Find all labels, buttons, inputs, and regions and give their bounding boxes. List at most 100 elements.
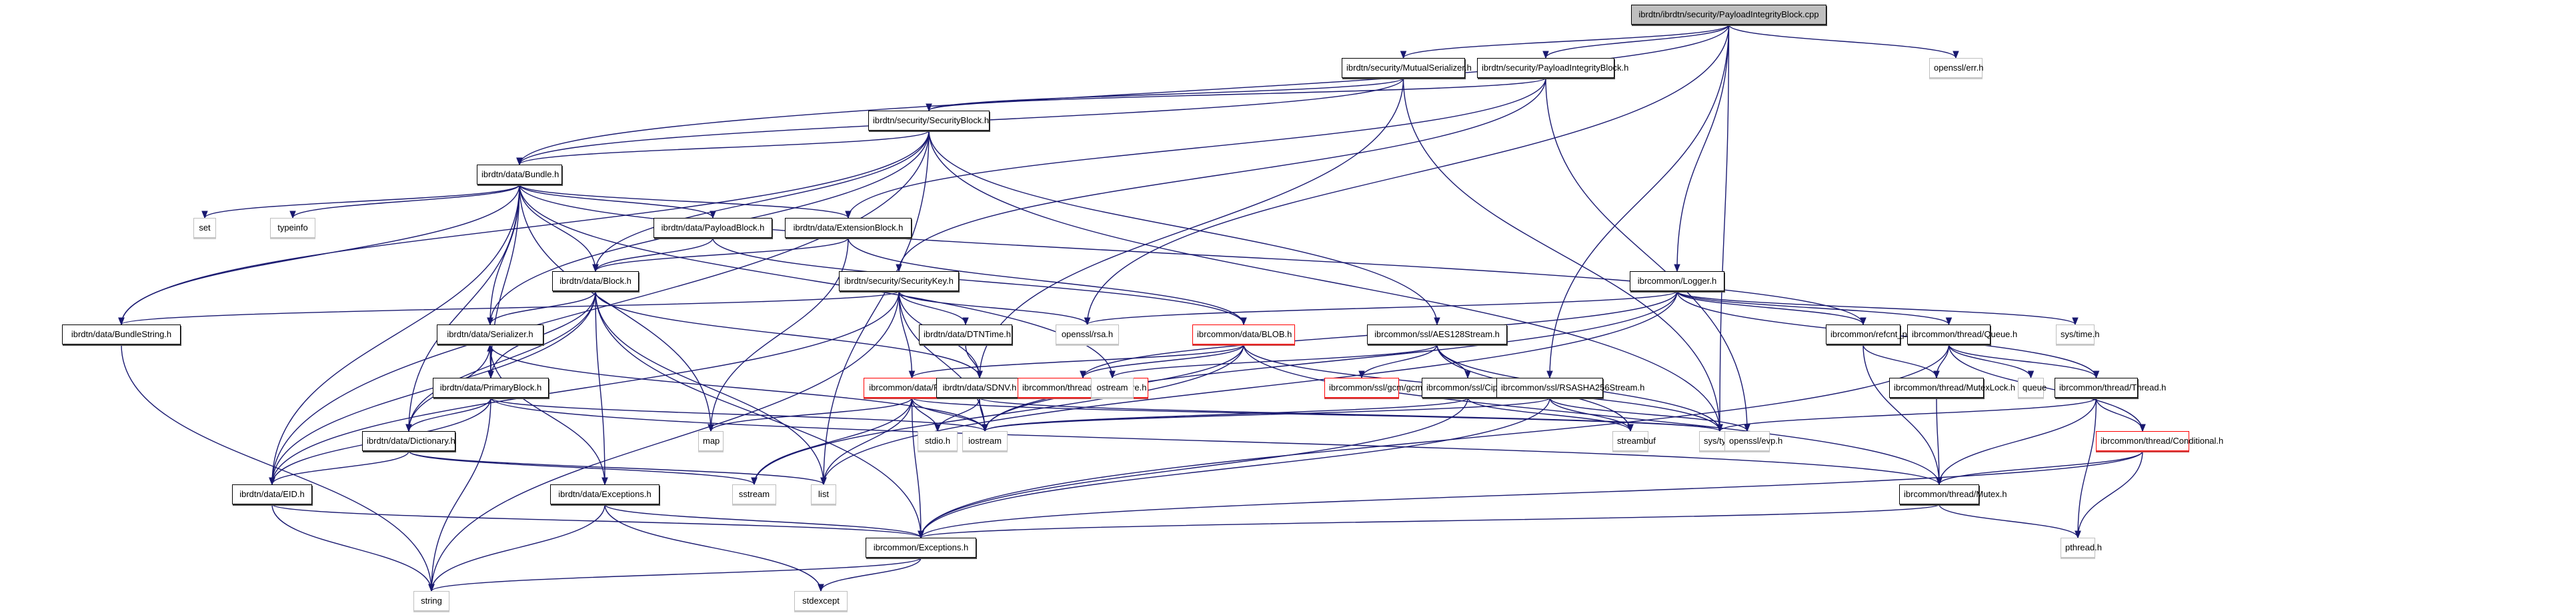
node-label: ibrcommon/thread/Queue.h [1912, 329, 2018, 339]
dependency-edge [848, 77, 1546, 219]
graph-node-root-file[interactable]: ibrdtn/ibrdtn/security/PayloadIntegrityB… [1631, 5, 1826, 25]
graph-node[interactable]: ibrdtn/data/SDNV.h [936, 378, 1023, 398]
node-label: ibrcommon/ssl/gcm/gcm.h [1329, 382, 1430, 392]
graph-node-truncated[interactable]: ibrcommon/thread/Conditional.h [2096, 431, 2223, 451]
graph-node-external[interactable]: string [413, 591, 449, 611]
dependency-edge [710, 397, 913, 432]
node-label: ibrdtn/security/SecurityKey.h [844, 276, 954, 286]
dependency-edge [911, 397, 922, 538]
graph-node[interactable]: ibrdtn/data/PayloadBlock.h [654, 218, 772, 238]
graph-node-external[interactable]: list [811, 484, 836, 504]
graph-node[interactable]: ibrcommon/thread/Mutex.h [1899, 484, 2007, 504]
graph-node[interactable]: ibrcommon/ssl/AES128Stream.h [1367, 324, 1507, 344]
graph-node-external[interactable]: openssl/rsa.h [1056, 324, 1119, 344]
graph-node[interactable]: ibrdtn/security/SecurityBlock.h [868, 111, 990, 131]
graph-node[interactable]: ibrcommon/thread/Queue.h [1907, 324, 2017, 344]
dependency-edge [271, 504, 922, 538]
node-label: ibrdtn/data/Serializer.h [447, 329, 533, 339]
graph-node[interactable]: ibrdtn/data/Dictionary.h [362, 431, 455, 451]
node-label: openssl/rsa.h [1061, 329, 1114, 339]
dependency-edge [2095, 397, 2143, 432]
edge-arrowhead [201, 211, 208, 219]
edge-arrowhead [601, 477, 608, 486]
graph-node[interactable]: ibrdtn/security/PayloadIntegrityBlock.h [1477, 58, 1628, 78]
node-label: ibrcommon/thread/Thread.h [2059, 382, 2167, 392]
graph-node[interactable]: ibrdtn/data/Serializer.h [437, 324, 543, 344]
dependency-edge [984, 397, 1550, 432]
node-label: map [703, 436, 720, 446]
node-label: ibrcommon/Exceptions.h [873, 542, 969, 552]
graph-node[interactable]: ibrcommon/thread/Thread.h [2055, 378, 2166, 398]
edge-arrowhead [1546, 370, 1553, 379]
node-label: ibrdtn/security/MutualSerializer.h [1346, 63, 1472, 73]
graph-node[interactable]: ibrdtn/data/Bundle.h [477, 165, 562, 185]
dependency-edge [121, 184, 520, 325]
graph-node-external[interactable]: stdio.h [918, 431, 958, 451]
graph-node-external[interactable]: ostream [1091, 378, 1134, 398]
graph-node[interactable]: ibrdtn/security/MutualSerializer.h [1342, 58, 1472, 78]
graph-node[interactable]: ibrdtn/data/BundleString.h [62, 324, 181, 344]
edge-arrowhead [962, 317, 969, 326]
edge-arrowhead [1109, 370, 1116, 379]
graph-node-external[interactable]: iostream [962, 431, 1008, 451]
graph-node-truncated[interactable]: ibrcommon/ssl/gcm/gcm.h [1324, 378, 1430, 398]
dependency-edge [408, 291, 596, 432]
graph-node[interactable]: ibrdtn/data/PrimaryBlock.h [433, 378, 549, 398]
node-label: sstream [738, 489, 770, 499]
edge-arrowhead [934, 424, 941, 432]
edge-arrowhead [289, 211, 296, 219]
node-label: ibrdtn/security/PayloadIntegrityBlock.h [1482, 63, 1629, 73]
graph-node-truncated[interactable]: ibrcommon/data/BLOB.h [1192, 324, 1295, 344]
graph-node[interactable]: ibrcommon/thread/MutexLock.h [1889, 378, 2015, 398]
node-label: pthread.h [2065, 542, 2102, 552]
node-label: set [199, 223, 211, 233]
graph-node-external[interactable]: queue [2018, 378, 2047, 398]
dependency-edge [979, 77, 1404, 378]
graph-node-external[interactable]: map [698, 431, 724, 451]
graph-node-external[interactable]: pthread.h [2061, 538, 2102, 558]
graph-node[interactable]: ibrcommon/refcnt_ptr.h [1826, 324, 1919, 344]
graph-node[interactable]: ibrdtn/data/Exceptions.h [550, 484, 660, 504]
graph-node-external[interactable]: set [193, 218, 216, 238]
graph-node[interactable]: ibrdtn/data/EID.h [232, 484, 312, 504]
graph-node[interactable]: ibrdtn/security/SecurityKey.h [839, 271, 959, 291]
dependency-edge [292, 184, 520, 219]
dependency-edge [431, 557, 922, 592]
dependency-edge [271, 184, 520, 485]
edge-arrowhead [982, 424, 988, 432]
edge-arrowhead [487, 343, 493, 352]
graph-node-external[interactable]: openssl/err.h [1929, 58, 1983, 78]
graph-node[interactable]: ibrdtn/data/Block.h [552, 271, 639, 291]
dependency-edge [1549, 24, 1730, 378]
graph-node-external[interactable]: openssl/evp.h [1724, 431, 1782, 451]
graph-node-external[interactable]: typeinfo [270, 218, 315, 238]
graph-node-external[interactable]: stdexcept [794, 591, 848, 611]
dependency-edge [1936, 397, 1940, 485]
edge-arrowhead [516, 157, 523, 166]
graph-node[interactable]: ibrcommon/Logger.h [1630, 271, 1724, 291]
graph-node[interactable]: ibrcommon/Exceptions.h [866, 538, 976, 558]
node-label: ibrcommon/thread/Mutex.h [1904, 489, 2007, 499]
dependency-edge [490, 397, 986, 432]
dependency-edge [1728, 24, 1957, 59]
dependency-edge [595, 291, 824, 485]
edge-arrowhead [845, 211, 852, 219]
graph-node-external[interactable]: sys/time.h [2056, 324, 2100, 344]
graph-node[interactable]: ibrcommon/ssl/RSASHA256Stream.h [1496, 378, 1644, 398]
dependency-edge [1719, 397, 2097, 432]
node-label: ibrcommon/thread/MutexLock.h [1894, 382, 2016, 392]
graph-node[interactable]: ibrdtn/data/DTNTime.h [919, 324, 1012, 344]
dependency-edge [519, 184, 714, 219]
node-label: ibrcommon/data/File.h [869, 382, 955, 392]
dependency-edge [595, 130, 930, 272]
graph-node[interactable]: ibrdtn/data/ExtensionBlock.h [785, 218, 912, 238]
dependency-edge [1467, 397, 1631, 432]
dependency-edge [928, 130, 1438, 325]
graph-node-external[interactable]: sstream [732, 484, 776, 504]
edge-arrowhead [1358, 370, 1365, 379]
graph-node-external[interactable]: streambuf [1612, 431, 1656, 451]
node-label: string [421, 596, 442, 606]
dependency-edge [898, 291, 966, 325]
edge-arrowhead [592, 264, 599, 273]
dependency-edge [979, 397, 1720, 432]
